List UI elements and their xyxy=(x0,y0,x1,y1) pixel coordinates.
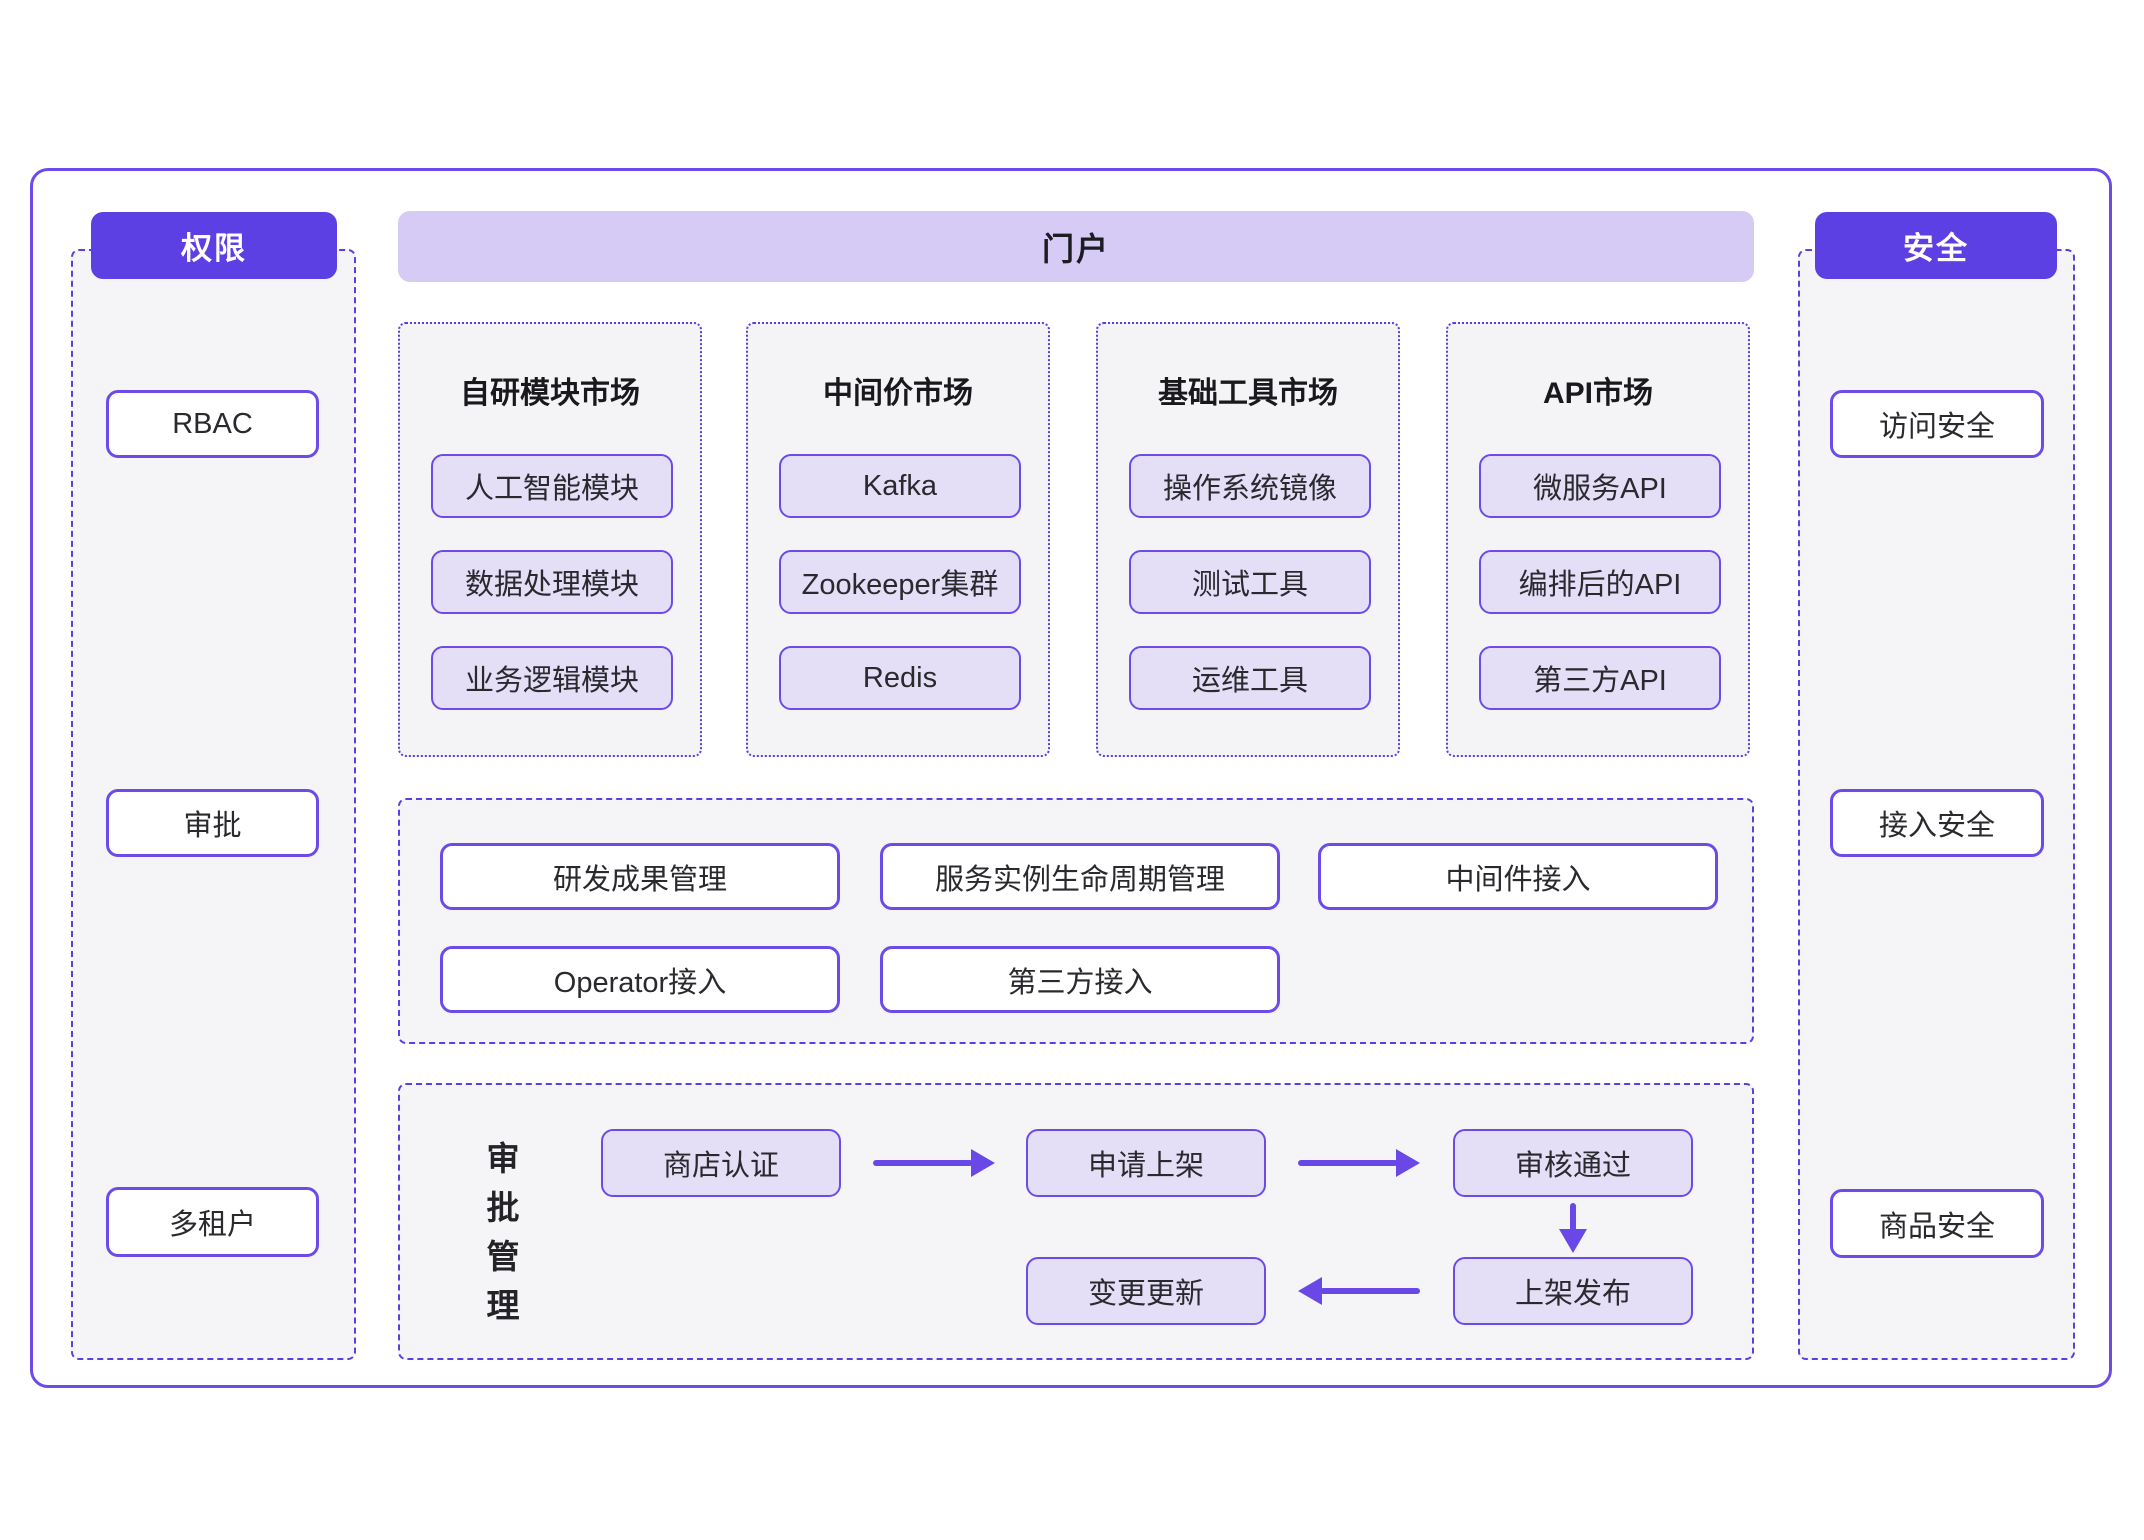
marketplace-api: API市场 微服务API 编排后的API 第三方API xyxy=(1446,322,1750,757)
integration-security-label: 接入安全 xyxy=(1878,810,1995,842)
management-section: 研发成果管理 服务实例生命周期管理 中间件接入 Operator接入 第三方接入 xyxy=(398,798,1754,1044)
rd-results-box: 研发成果管理 xyxy=(440,843,840,910)
marketplace-item-label: 微服务API xyxy=(1533,473,1667,505)
integration-security-box: 接入安全 xyxy=(1830,789,2044,857)
marketplace-middleware-title: 中间价市场 xyxy=(823,377,973,410)
marketplace-item-label: 测试工具 xyxy=(1191,569,1308,601)
marketplace-basic-tools-title: 基础工具市场 xyxy=(1158,377,1338,410)
marketplace-item: Zookeeper集群 xyxy=(779,550,1021,614)
store-certification-box: 商店认证 xyxy=(601,1129,841,1197)
marketplace-item-label: 数据处理模块 xyxy=(464,569,639,601)
marketplace-item: 业务逻辑模块 xyxy=(431,646,673,710)
marketplace-item-label: 操作系统镜像 xyxy=(1162,473,1337,505)
service-lifecycle-label: 服务实例生命周期管理 xyxy=(934,863,1225,896)
marketplace-item: 编排后的API xyxy=(1479,550,1721,614)
publish-box: 上架发布 xyxy=(1453,1257,1693,1325)
marketplace-item: 第三方API xyxy=(1479,646,1721,710)
review-pass-box: 审核通过 xyxy=(1453,1129,1693,1197)
marketplace-item-label: Zookeeper集群 xyxy=(801,569,999,601)
marketplace-basic-tools: 基础工具市场 操作系统镜像 测试工具 运维工具 xyxy=(1096,322,1400,757)
marketplace-item-label: 人工智能模块 xyxy=(464,473,639,505)
change-update-box: 变更更新 xyxy=(1026,1257,1266,1325)
rbac-label: RBAC xyxy=(172,407,253,440)
marketplace-middleware: 中间价市场 Kafka Zookeeper集群 Redis xyxy=(746,322,1050,757)
store-certification-label: 商店认证 xyxy=(662,1150,779,1182)
security-header-label: 安全 xyxy=(1903,231,1969,266)
approval-management-section: 审批管理 商店认证 申请上架 审核通过 上架发布 变更更新 xyxy=(398,1083,1754,1360)
marketplace-self-developed-title: 自研模块市场 xyxy=(460,377,640,410)
operator-access-box: Operator接入 xyxy=(440,946,840,1013)
marketplace-self-developed: 自研模块市场 人工智能模块 数据处理模块 业务逻辑模块 xyxy=(398,322,702,757)
marketplace-item: 操作系统镜像 xyxy=(1129,454,1371,518)
security-header: 安全 xyxy=(1815,212,2057,279)
publish-label: 上架发布 xyxy=(1514,1278,1631,1310)
marketplace-item: 测试工具 xyxy=(1129,550,1371,614)
marketplace-item: 运维工具 xyxy=(1129,646,1371,710)
marketplace-item-label: Redis xyxy=(862,661,938,694)
arrow-left-icon xyxy=(1298,1277,1420,1305)
change-update-label: 变更更新 xyxy=(1087,1278,1204,1310)
permissions-header: 权限 xyxy=(91,212,337,279)
marketplace-item-label: Kafka xyxy=(862,469,938,502)
marketplace-item: 微服务API xyxy=(1479,454,1721,518)
portal-banner: 门户 xyxy=(398,211,1754,282)
product-security-label: 商品安全 xyxy=(1878,1210,1995,1243)
marketplace-api-title: API市场 xyxy=(1542,377,1653,410)
approval-management-label: 审批管理 xyxy=(482,1141,519,1337)
arrow-down-icon xyxy=(1559,1203,1587,1253)
access-security-label: 访问安全 xyxy=(1878,411,1995,443)
multi-tenant-label: 多租户 xyxy=(168,1209,256,1241)
approval-box: 审批 xyxy=(106,789,319,857)
marketplace-item: 数据处理模块 xyxy=(431,550,673,614)
permissions-header-label: 权限 xyxy=(181,231,247,266)
multi-tenant-box: 多租户 xyxy=(106,1187,319,1257)
marketplace-item: 人工智能模块 xyxy=(431,454,673,518)
marketplace-item: Kafka xyxy=(779,454,1021,518)
access-security-box: 访问安全 xyxy=(1830,390,2044,458)
rbac-box: RBAC xyxy=(106,390,319,458)
third-party-access-box: 第三方接入 xyxy=(880,946,1280,1013)
third-party-access-label: 第三方接入 xyxy=(1007,966,1153,999)
apply-listing-label: 申请上架 xyxy=(1087,1150,1204,1182)
marketplace-item-label: 运维工具 xyxy=(1191,665,1308,697)
portal-banner-label: 门户 xyxy=(1041,230,1110,267)
middleware-access-label: 中间件接入 xyxy=(1445,863,1591,896)
review-pass-label: 审核通过 xyxy=(1514,1150,1631,1182)
service-lifecycle-box: 服务实例生命周期管理 xyxy=(880,843,1280,910)
approval-label: 审批 xyxy=(183,810,242,842)
arrow-right-icon xyxy=(1298,1149,1420,1177)
marketplace-item-label: 第三方API xyxy=(1533,665,1667,697)
marketplace-item-label: 编排后的API xyxy=(1518,569,1682,601)
middleware-access-box: 中间件接入 xyxy=(1318,843,1718,910)
marketplace-item-label: 业务逻辑模块 xyxy=(464,665,639,697)
rd-results-label: 研发成果管理 xyxy=(552,863,727,896)
product-security-box: 商品安全 xyxy=(1830,1189,2044,1258)
marketplace-item: Redis xyxy=(779,646,1021,710)
arrow-right-icon xyxy=(873,1149,995,1177)
apply-listing-box: 申请上架 xyxy=(1026,1129,1266,1197)
operator-access-label: Operator接入 xyxy=(553,966,727,999)
diagram-frame: 权限 RBAC 审批 多租户 门户 自研模块市场 人工智能模块 数据处理模块 业… xyxy=(30,168,2112,1388)
